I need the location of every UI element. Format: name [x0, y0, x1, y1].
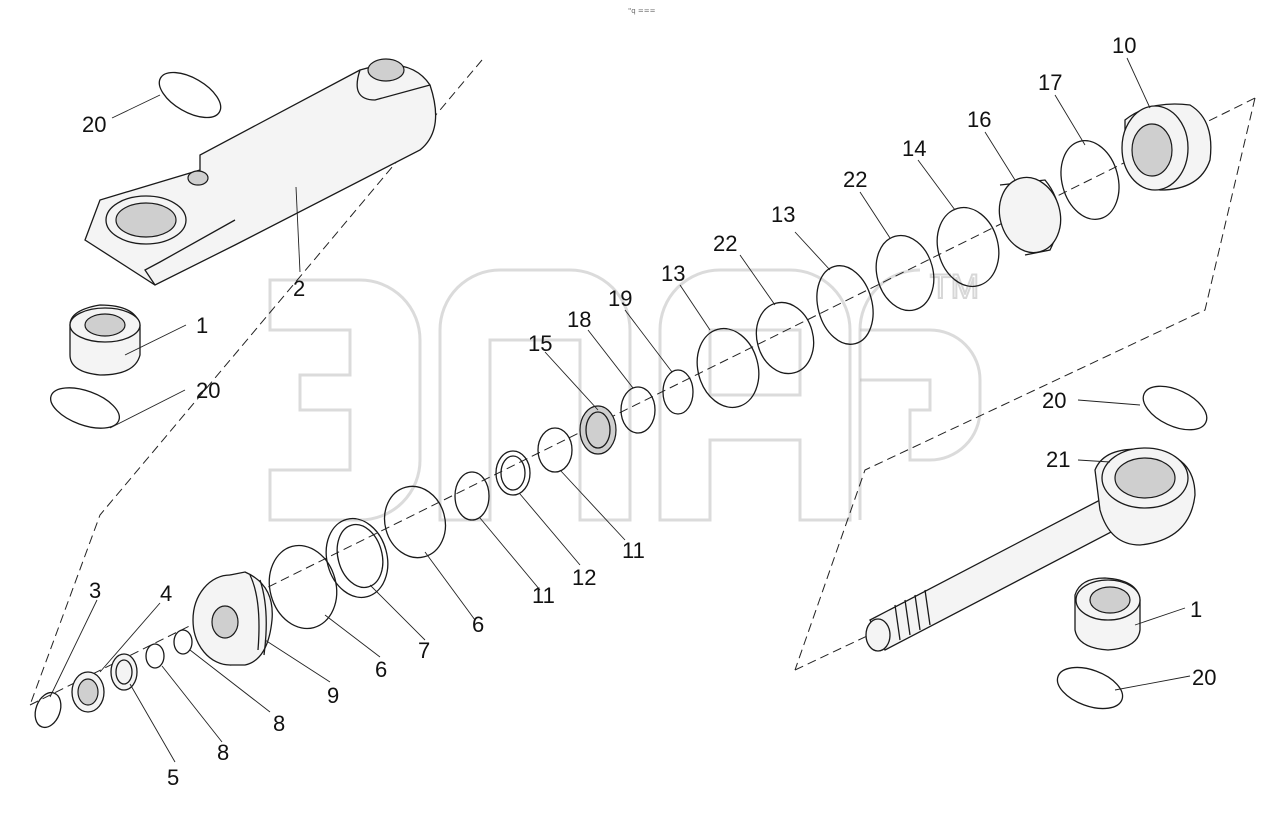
callout-11-lower: 11 — [532, 583, 555, 608]
piston-rod — [865, 447, 1196, 652]
callout-19: 19 — [608, 286, 632, 311]
callout-3: 3 — [89, 578, 101, 603]
retaining-ring-bottom-right — [1056, 666, 1124, 710]
callout-11-upper: 11 — [622, 538, 645, 563]
callout-7: 7 — [418, 638, 430, 663]
callout-16: 16 — [967, 107, 991, 132]
callout-6-upper: 6 — [472, 612, 484, 637]
callout-14: 14 — [902, 136, 926, 161]
callout-22-left: 22 — [713, 231, 737, 256]
callout-6-lower: 6 — [375, 657, 387, 682]
small-seals-group — [34, 629, 193, 729]
callout-17: 17 — [1038, 70, 1062, 95]
spherical-bearing-upper — [69, 304, 141, 376]
callout-labels: 20 2 1 20 3 4 5 8 8 9 6 7 6 11 12 11 15 … — [82, 33, 1216, 790]
callout-20-top-right: 20 — [1042, 388, 1066, 413]
callout-1-left: 1 — [196, 313, 208, 338]
callout-18: 18 — [567, 307, 591, 332]
callout-13-right: 13 — [771, 202, 795, 227]
retaining-ring-top-right — [1142, 385, 1208, 431]
callout-9: 9 — [327, 683, 339, 708]
callout-20-top-left: 20 — [82, 112, 106, 137]
callout-20-bottom-left: 20 — [196, 378, 220, 403]
callout-22-right: 22 — [843, 167, 867, 192]
cylinder-gland — [1121, 103, 1212, 191]
callout-8-upper: 8 — [273, 711, 285, 736]
seal-rings-middle — [268, 140, 1120, 630]
callout-12: 12 — [572, 565, 596, 590]
callout-13-left: 13 — [661, 261, 685, 286]
retaining-ring-top-left — [158, 71, 222, 119]
cylinder-barrel — [84, 58, 437, 286]
retaining-ring-bottom-left — [50, 387, 120, 429]
header-mark: "q === — [628, 7, 656, 15]
callout-1-right: 1 — [1190, 597, 1202, 622]
callout-21: 21 — [1046, 447, 1070, 472]
leader-lines — [49, 57, 1191, 763]
spherical-bearing-lower — [1074, 577, 1141, 651]
callout-8-lower: 8 — [217, 740, 229, 765]
callout-2: 2 — [293, 276, 305, 301]
callout-20-bottom-right: 20 — [1192, 665, 1216, 690]
callout-10: 10 — [1112, 33, 1136, 58]
piston — [192, 571, 273, 666]
callout-4: 4 — [160, 581, 172, 606]
callout-5: 5 — [167, 765, 179, 790]
callout-15: 15 — [528, 331, 552, 356]
